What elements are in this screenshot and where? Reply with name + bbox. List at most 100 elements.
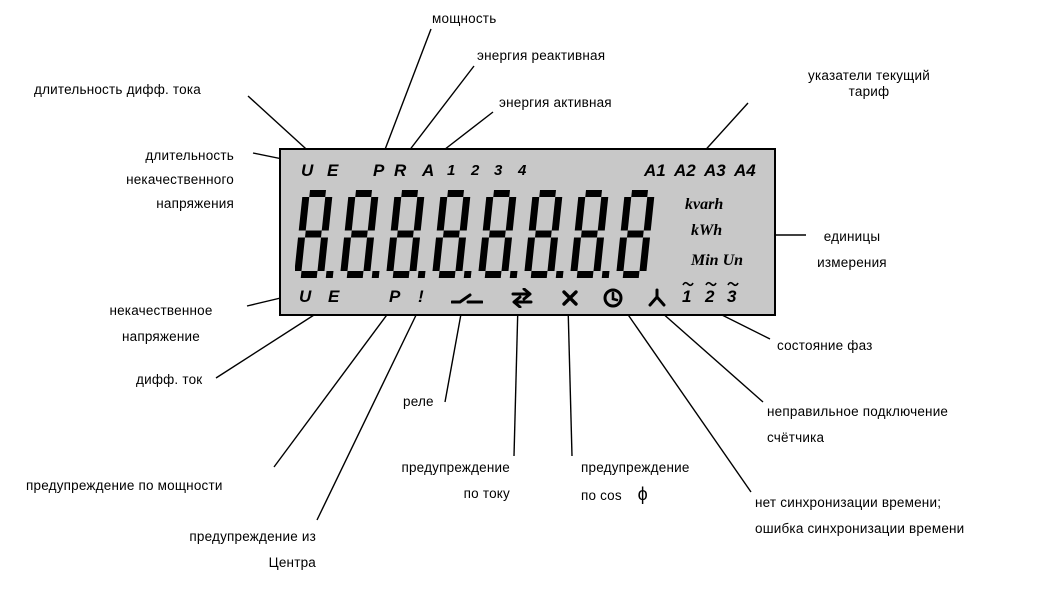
- lcd-digit: [570, 190, 610, 278]
- lcd-decimal-point: [325, 271, 334, 278]
- lcd-bottom-e: E: [328, 287, 340, 306]
- lcd-segment: [501, 237, 513, 271]
- label-current-warning-line2: по току: [463, 486, 510, 501]
- lcd-tariff-a1: A1: [644, 161, 666, 180]
- lcd-segment: [478, 237, 490, 271]
- lcd-segment: [482, 197, 494, 231]
- label-time-sync-line2: ошибка синхронизации времени: [755, 521, 965, 536]
- label-current-tariff-line1: указатели текущий: [808, 68, 930, 83]
- lcd-top-2: 2: [471, 162, 480, 179]
- tilde-icon: [727, 281, 739, 287]
- label-poor-voltage-duration-line2: некачественного: [126, 172, 234, 187]
- lcd-segment: [524, 237, 536, 271]
- lcd-top-u: U: [301, 161, 314, 180]
- label-units: единицы измерения: [812, 224, 892, 276]
- label-active-energy: энергия активная: [499, 95, 612, 110]
- lcd-top-3: 3: [494, 162, 503, 179]
- lcd-digit: [432, 190, 472, 278]
- lcd-segment: [397, 230, 414, 238]
- lcd-segment: [309, 190, 326, 197]
- lcd-top-1: 1: [447, 162, 456, 179]
- label-power: мощность: [432, 11, 497, 26]
- lcd-digit: [386, 190, 426, 278]
- label-cos-warning: предупреждение по cos ϕ: [581, 455, 690, 509]
- lcd-segment: [570, 237, 582, 271]
- label-poor-voltage-duration-line3: напряжения: [156, 196, 234, 211]
- lcd-segment: [585, 190, 602, 197]
- lcd-segment: [295, 237, 306, 271]
- lcd-decimal-point: [509, 271, 518, 278]
- lcd-segment: [298, 197, 310, 231]
- label-time-sync-line1: нет синхронизации времени;: [755, 495, 942, 510]
- lcd-segment: [616, 237, 628, 271]
- lcd-segment: [447, 190, 464, 197]
- lcd-decimal-point: [601, 271, 610, 278]
- label-current-warning: предупреждение по току: [360, 455, 510, 507]
- lcd-phase-2: 2: [705, 281, 717, 306]
- lcd-segment: [489, 230, 506, 238]
- label-units-line1: единицы: [823, 229, 881, 244]
- lcd-segment: [620, 197, 632, 231]
- lcd-bottom-excl: !: [418, 287, 424, 306]
- lcd-phase-3: 3: [727, 281, 739, 306]
- label-phase-state: состояние фаз: [777, 338, 873, 353]
- label-diff-current: дифф. ток: [136, 372, 203, 387]
- lcd-segment: [551, 197, 563, 231]
- label-current-tariff: указатели текущий тариф: [784, 68, 954, 100]
- lcd-segment: [300, 271, 318, 278]
- lcd-segment: [401, 190, 418, 197]
- phi-symbol: ϕ: [637, 484, 648, 504]
- clock-icon: [603, 288, 623, 308]
- lcd-panel: U E P R A 1 2 3 4 A1 A2 A3 A4 kvarh kWh …: [279, 148, 776, 316]
- lcd-segment: [413, 197, 425, 231]
- relay-icon: [451, 293, 483, 304]
- lcd-segment: [528, 197, 540, 231]
- label-wrong-connection-line2: счётчика: [767, 430, 825, 445]
- label-relay: реле: [403, 394, 434, 409]
- lcd-segment: [455, 237, 467, 271]
- lcd-segment: [597, 197, 609, 231]
- cos-phi-cross-icon: [562, 290, 578, 306]
- lcd-digit: [524, 190, 564, 278]
- label-center-warning-line1: предупреждение из: [189, 529, 316, 544]
- label-center-warning: предупреждение из Центра: [150, 524, 316, 576]
- lcd-segment: [363, 237, 375, 271]
- lcd-segment: [627, 230, 644, 238]
- lcd-bottom-p: P: [389, 287, 401, 306]
- lcd-digit: [295, 190, 334, 278]
- lcd-segment: [547, 237, 559, 271]
- lcd-segment: [593, 237, 605, 271]
- lcd-segment: [367, 197, 379, 231]
- lcd-digit: [340, 190, 380, 278]
- current-direction-icon: [511, 288, 533, 308]
- lcd-decimal-point: [371, 271, 380, 278]
- label-current-tariff-line2: тариф: [848, 84, 890, 99]
- lcd-segment: [484, 271, 502, 278]
- lcd-digit: [616, 190, 655, 278]
- lcd-segment: [346, 271, 364, 278]
- lcd-segment: [305, 230, 322, 238]
- lcd-segment: [535, 230, 552, 238]
- lcd-segment: [505, 197, 517, 231]
- lcd-segment: [493, 190, 510, 197]
- phase-connection-icon: [648, 288, 666, 307]
- lcd-segment: [409, 237, 421, 271]
- lcd-top-p: P: [373, 161, 385, 180]
- lcd-segment: [576, 271, 594, 278]
- label-poor-voltage-line1: некачественное: [109, 303, 213, 318]
- lcd-phase-1-label: 1: [682, 287, 692, 306]
- label-cos-warning-line2: по cos ϕ: [581, 481, 690, 509]
- lcd-segment: [351, 230, 368, 238]
- lcd-segment: [443, 230, 460, 238]
- lcd-segment: [438, 271, 456, 278]
- lcd-segment: [355, 190, 372, 197]
- label-units-line2: измерения: [817, 255, 887, 270]
- label-wrong-connection-line1: неправильное подключение: [767, 404, 949, 419]
- label-poor-voltage: некачественное напряжение: [86, 298, 236, 350]
- lcd-top-r: R: [394, 161, 407, 180]
- lcd-unit-kwh: kWh: [691, 222, 723, 239]
- label-poor-voltage-line2: напряжение: [122, 329, 200, 344]
- lcd-decimal-point: [555, 271, 564, 278]
